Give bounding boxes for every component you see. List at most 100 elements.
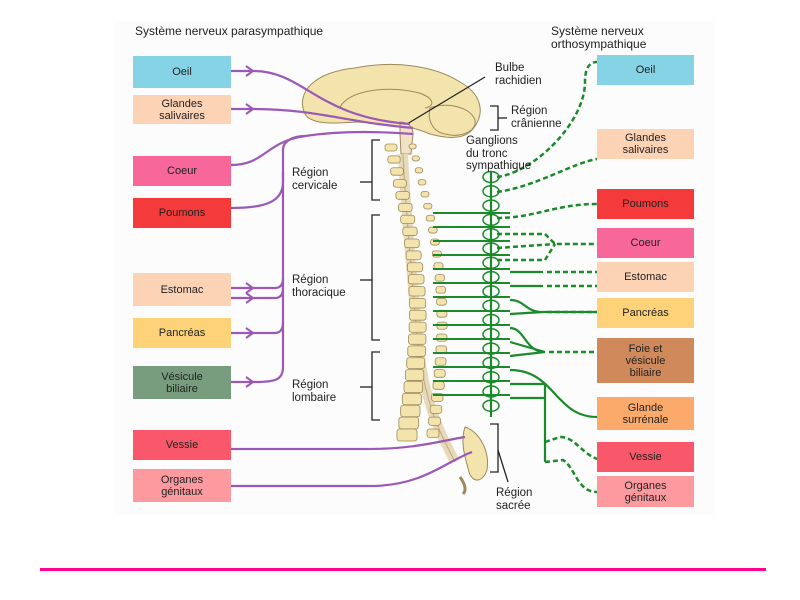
vertebra (423, 202, 433, 210)
para-pathway-estomac-1 (231, 277, 285, 290)
para-pathway-genitaux (231, 450, 473, 488)
vertebra (402, 226, 418, 236)
vertebra (392, 179, 407, 188)
symp-organ-label: Foie et vésicule biliaire (625, 342, 666, 379)
vertebra (401, 392, 422, 406)
coccyx (458, 476, 467, 496)
vertebrae (384, 143, 448, 442)
para-organ-label: Oeil (172, 66, 192, 78)
bulbe-pointer (406, 76, 486, 125)
vertebra (384, 143, 398, 152)
vertebra (425, 214, 436, 222)
sympathetic-ganglion (482, 370, 500, 384)
vertebra (406, 262, 424, 273)
vertebra (408, 143, 417, 150)
vertebra (403, 381, 424, 394)
symp-organ-label: Vessie (629, 451, 662, 463)
arrowhead-icon (245, 65, 255, 77)
diagram-drawing (230, 60, 598, 496)
sympathetic-pathways (433, 60, 598, 494)
vertebra (396, 428, 418, 442)
symp-pathway-oeil (496, 60, 598, 179)
symp-pathway-coeur (496, 232, 597, 262)
symp-organ-label: Estomac (624, 271, 667, 283)
vertebra (411, 155, 420, 162)
symp-pathway-salivaires (496, 157, 598, 194)
para-pathway-oeil (231, 69, 411, 126)
label-region-cranienne: Région crânienne (511, 105, 562, 130)
arrowhead-icon (245, 282, 255, 294)
para-pathway-vessie (231, 435, 466, 451)
symp-organ-label: Oeil (635, 64, 656, 76)
vertebra (390, 167, 404, 176)
symp-pathway-genitaux (544, 458, 598, 494)
para-organ-box: Glandes salivaires (133, 95, 231, 124)
symp-organ-box: Foie et vésicule biliaire (597, 338, 694, 383)
parasympathetic-title: Système nerveux parasympathique (135, 24, 324, 38)
vertebra (405, 250, 422, 261)
vertebra (431, 250, 442, 258)
vertebra (436, 333, 448, 342)
para-pathway-salivaires (231, 107, 414, 130)
parasympathetic-pathways (230, 65, 473, 488)
vertebra (434, 274, 445, 282)
vertebra (428, 416, 441, 426)
corpus-callosum (339, 88, 433, 109)
sympathetic-ganglion (482, 199, 500, 212)
symp-organ-box: Glande surrénale (597, 397, 694, 430)
vertebra (407, 345, 426, 357)
autonomic-nervous-system-figure: Système nerveux parasympathique Système … (115, 22, 715, 514)
para-organ-label: Vésicule biliaire (161, 370, 203, 395)
cerebellum (428, 104, 476, 136)
sympathetic-ganglion (482, 342, 500, 355)
symp-pathway-pancreas (509, 298, 597, 316)
vertebra (417, 179, 427, 186)
para-organ-box: Oeil (133, 56, 231, 88)
vertebra (408, 321, 427, 333)
sympathetic-ganglion (482, 356, 500, 370)
arrowhead-icon (245, 376, 255, 388)
symp-organ-box: Glandes salivaires (597, 129, 694, 159)
footer-divider (40, 568, 766, 571)
vertebra (420, 191, 430, 198)
vertebra (432, 381, 445, 390)
symp-organ-box: Oeil (597, 55, 694, 85)
symp-pathway-estomac (547, 270, 597, 288)
para-vagus-trunk (231, 172, 285, 384)
symp-pathway-poumons (496, 202, 598, 220)
vertebra (404, 238, 420, 249)
vertebra (395, 191, 410, 200)
label-ganglions: Ganglions du tronc sympathique (466, 135, 532, 172)
symp-pathway-vessie (544, 435, 598, 461)
symp-organ-label: Coeur (630, 237, 661, 249)
symp-pathway-surrenale (509, 368, 598, 419)
symp-organ-label: Glandes salivaires (622, 132, 669, 156)
para-organ-label: Organes génitaux (160, 473, 204, 498)
symp-organ-label: Glande surrénale (622, 401, 669, 426)
symp-pelvic-trunk (510, 382, 547, 462)
symp-organ-label: Pancréas (622, 307, 669, 319)
vertebra (426, 428, 440, 438)
vertebra (436, 297, 447, 306)
label-region-lombaire: Région lombaire (292, 379, 337, 404)
vertebra (405, 369, 425, 381)
arrowhead-icon (245, 292, 255, 304)
para-pathway-pancreas (231, 321, 285, 335)
vertebra (400, 404, 421, 418)
label-region-thoracique: Région thoracique (292, 274, 346, 299)
sacrum (462, 426, 489, 481)
para-organ-box: Poumons (133, 198, 231, 228)
symp-organ-box: Organes génitaux (597, 476, 694, 507)
label-region-sacree: Région sacrée (496, 487, 533, 512)
para-organ-label: Poumons (158, 207, 206, 219)
vertebra (433, 369, 446, 378)
label-bulbe-rachidien: Bulbe rachidien (495, 62, 542, 87)
vertebra (398, 416, 419, 430)
symp-organ-label: Poumons (622, 198, 669, 210)
sympathetic-ganglion (482, 399, 500, 413)
arrowhead-icon (245, 103, 255, 115)
vertebra (407, 274, 425, 285)
vertebra (408, 333, 427, 345)
vertebra (387, 155, 401, 164)
para-organ-label: Vessie (165, 439, 199, 451)
